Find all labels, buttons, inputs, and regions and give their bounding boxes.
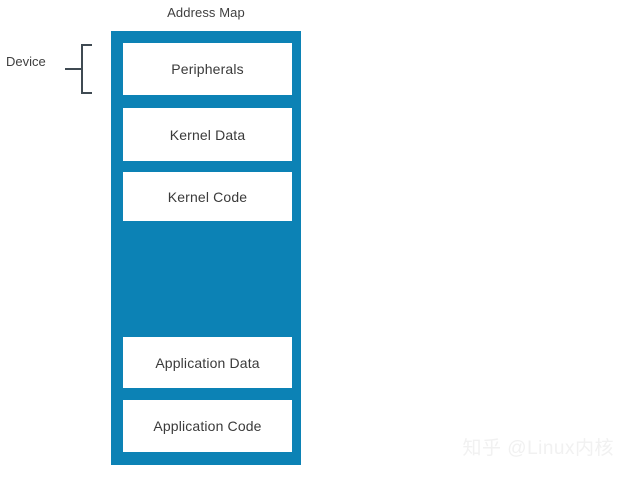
device-annotation-label: Device [6,54,46,69]
memory-block-label: Peripherals [171,61,244,77]
memory-block-peripherals: Peripherals [123,43,292,95]
memory-block-label: Kernel Data [169,126,246,143]
bracket-icon [81,44,92,94]
memory-block-label: Kernel Code [167,188,248,205]
leader-line [65,68,82,70]
memory-block-application-code: Application Code [123,400,292,452]
memory-block-kernel-code: Kernel Code [123,172,292,221]
memory-block-label: Application Data [155,354,260,371]
device-annotation: Device [0,40,111,102]
watermark: 知乎 @Linux内核 [462,438,614,459]
memory-block-application-data: Application Data [123,337,292,388]
page-title: Address Map [167,5,245,20]
memory-block-kernel-data: Kernel Data [123,108,292,161]
address-map-container: Peripherals Kernel Data Kernel Code Appl… [111,31,301,465]
memory-block-label: Application Code [153,418,262,434]
unallocated-region [123,221,292,337]
